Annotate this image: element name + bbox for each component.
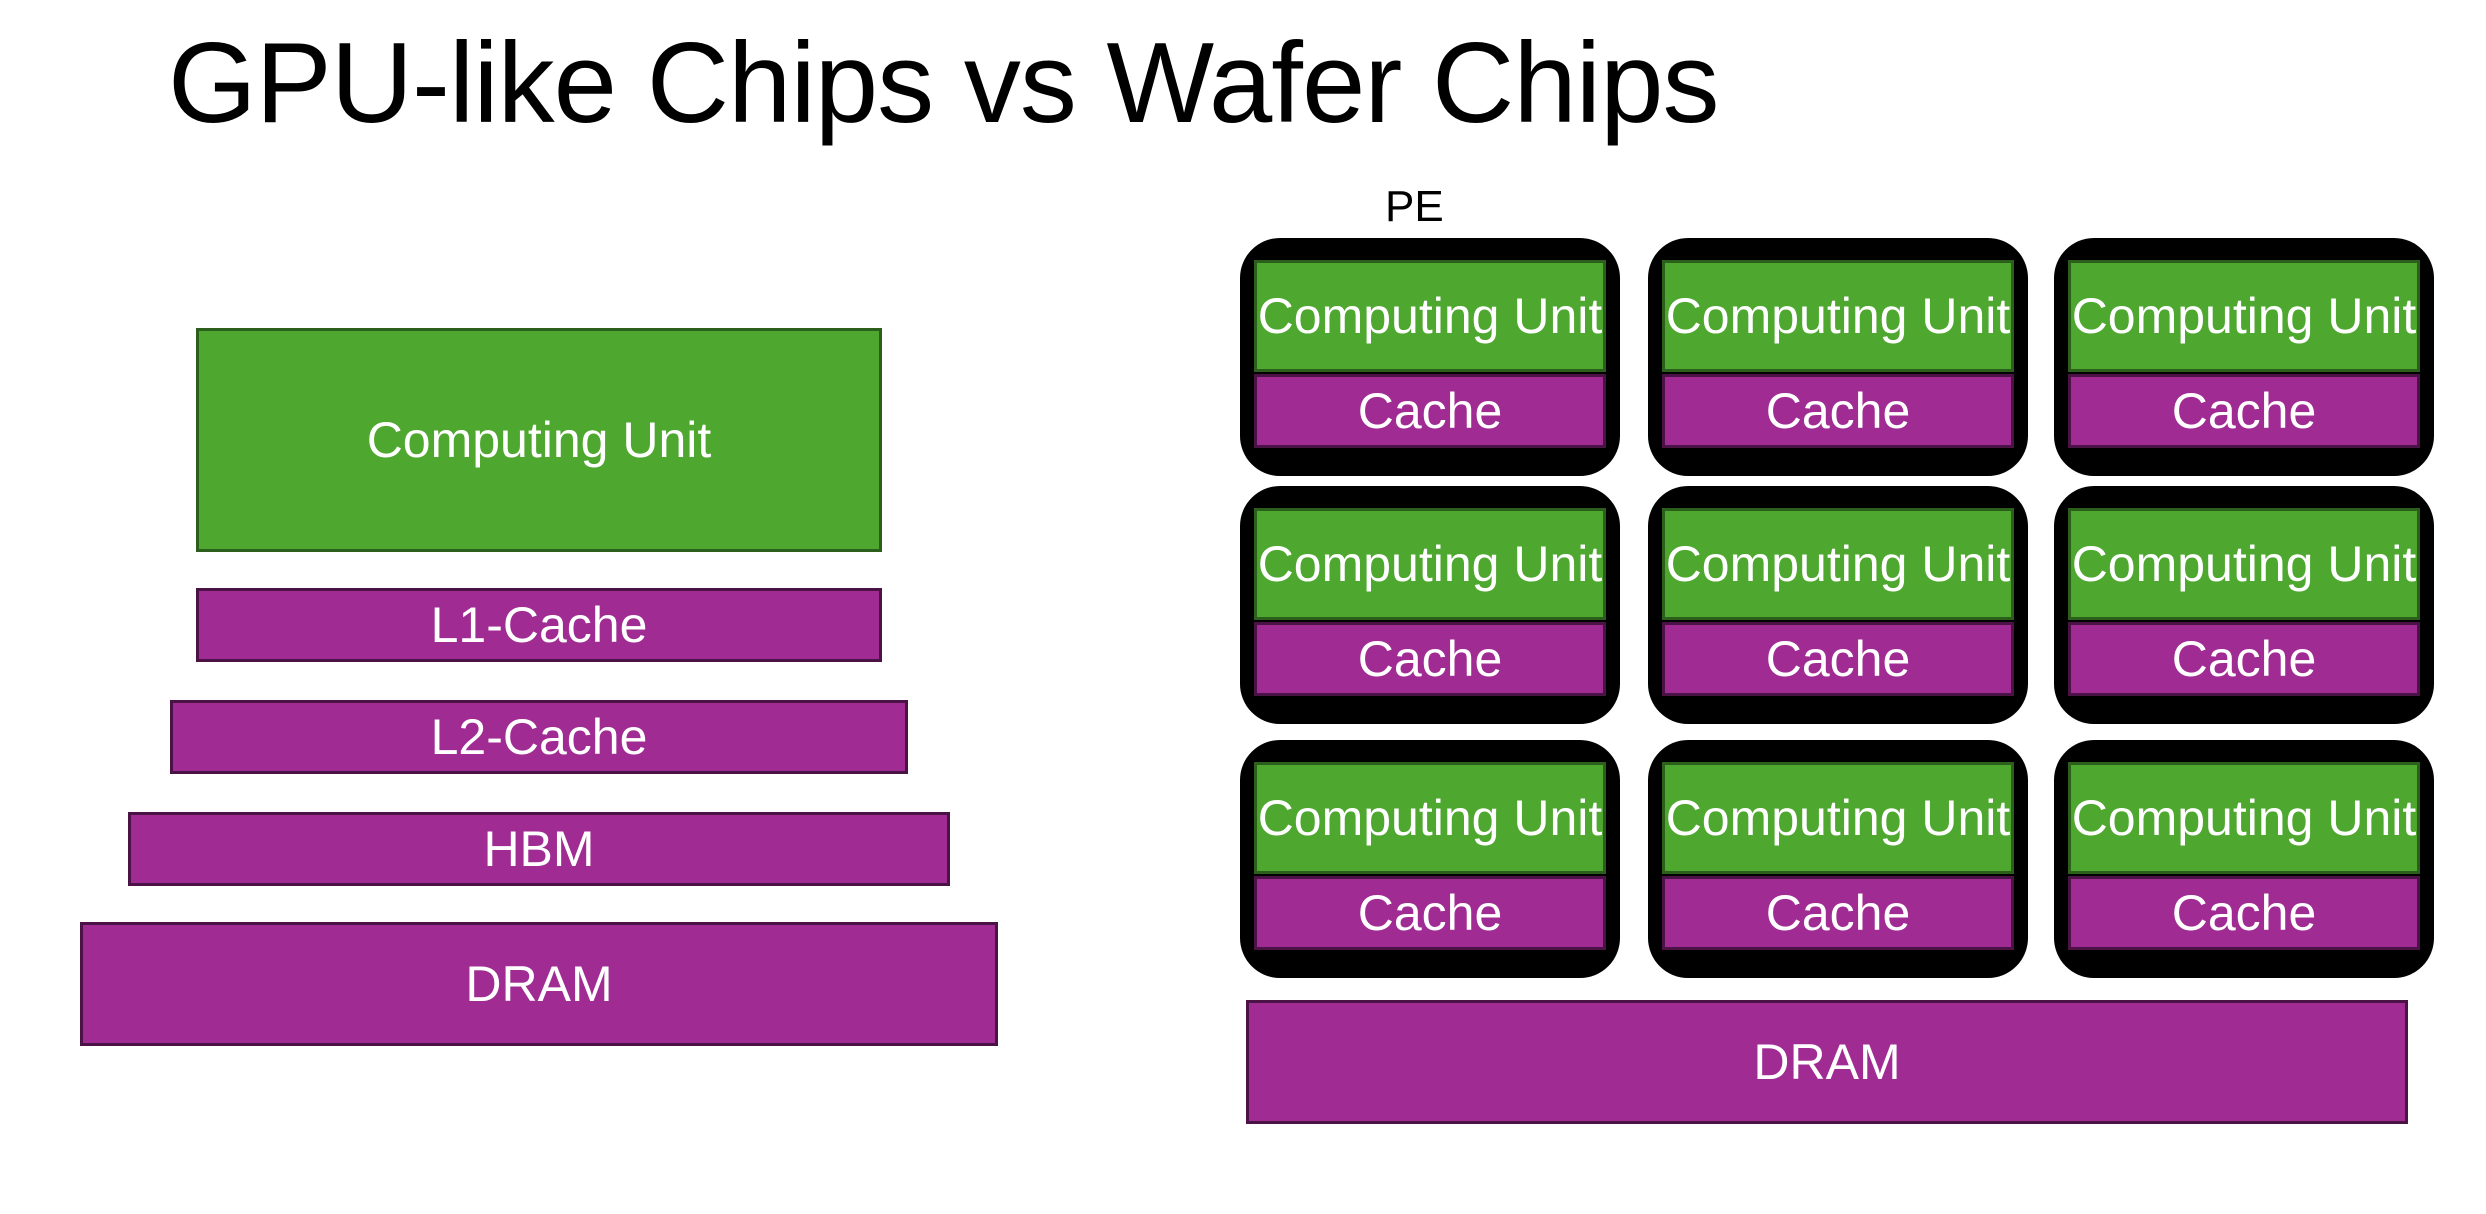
gpu-hbm-label: HBM — [483, 821, 595, 877]
pe-tile: Computing Unit Cache — [2054, 238, 2434, 476]
wafer-dram-label: DRAM — [1753, 1034, 1901, 1090]
pe-cache: Cache — [2068, 622, 2420, 696]
pe-computing-unit: Computing Unit — [1254, 762, 1606, 874]
pe-tile: Computing Unit Cache — [1240, 740, 1620, 978]
pe-computing-unit: Computing Unit — [2068, 260, 2420, 372]
pe-cache: Cache — [1662, 374, 2014, 448]
pe-computing-unit: Computing Unit — [1662, 762, 2014, 874]
pe-computing-unit: Computing Unit — [1662, 260, 2014, 372]
pe-cache: Cache — [1254, 374, 1606, 448]
gpu-dram-label: DRAM — [465, 956, 613, 1012]
pe-computing-unit: Computing Unit — [1662, 508, 2014, 620]
pe-computing-unit: Computing Unit — [2068, 762, 2420, 874]
pe-tile: Computing Unit Cache — [1648, 238, 2028, 476]
gpu-l1-cache-label: L1-Cache — [430, 597, 648, 653]
pe-tile: Computing Unit Cache — [1240, 486, 1620, 724]
pe-tile: Computing Unit Cache — [1648, 740, 2028, 978]
pe-tile: Computing Unit Cache — [2054, 740, 2434, 978]
gpu-dram: DRAM — [80, 922, 998, 1046]
pe-computing-unit: Computing Unit — [2068, 508, 2420, 620]
pe-cache: Cache — [2068, 876, 2420, 950]
wafer-dram: DRAM — [1246, 1000, 2408, 1124]
gpu-l2-cache: L2-Cache — [170, 700, 908, 774]
pe-label: PE — [1385, 182, 1444, 231]
pe-cache: Cache — [2068, 374, 2420, 448]
pe-cache: Cache — [1662, 622, 2014, 696]
gpu-l1-cache: L1-Cache — [196, 588, 882, 662]
page-title: GPU-like Chips vs Wafer Chips — [168, 20, 1719, 147]
pe-tile: Computing Unit Cache — [2054, 486, 2434, 724]
pe-tile: Computing Unit Cache — [1648, 486, 2028, 724]
gpu-computing-unit: Computing Unit — [196, 328, 882, 552]
pe-cache: Cache — [1254, 622, 1606, 696]
pe-computing-unit: Computing Unit — [1254, 260, 1606, 372]
pe-cache: Cache — [1662, 876, 2014, 950]
pe-cache: Cache — [1254, 876, 1606, 950]
gpu-computing-unit-label: Computing Unit — [366, 412, 712, 468]
gpu-l2-cache-label: L2-Cache — [430, 709, 648, 765]
gpu-hbm: HBM — [128, 812, 950, 886]
pe-computing-unit: Computing Unit — [1254, 508, 1606, 620]
pe-tile: Computing Unit Cache — [1240, 238, 1620, 476]
